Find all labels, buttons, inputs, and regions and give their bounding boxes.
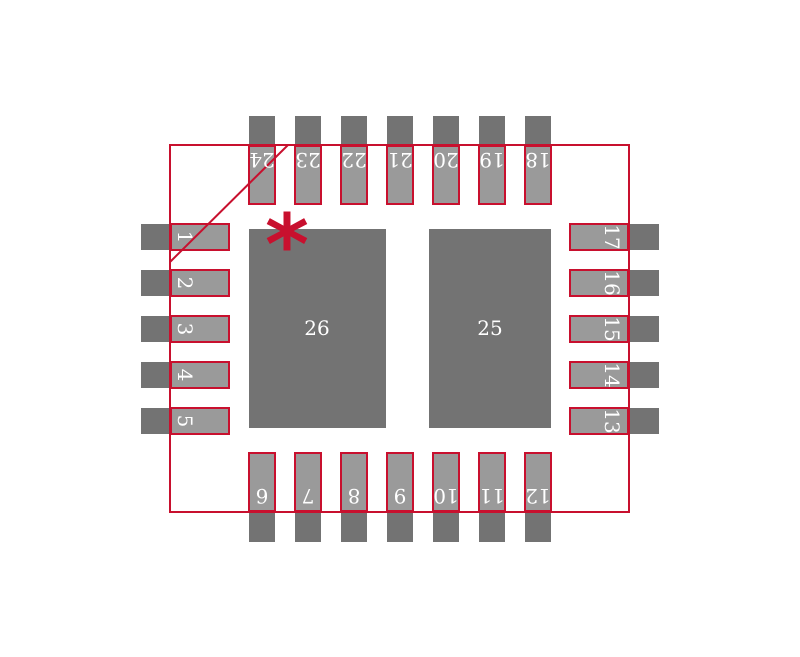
pin-copper-bottom (433, 510, 459, 542)
pin-copper-top (479, 116, 505, 146)
pin-copper-bottom (341, 510, 367, 542)
pin-label-right: 15 (600, 316, 624, 341)
pins-layer (170, 145, 629, 512)
pin-label-top: 22 (341, 148, 366, 172)
pin-top (294, 145, 322, 205)
pin-copper-right (627, 362, 659, 388)
pin-copper-right (627, 408, 659, 434)
pin-label-right: 17 (600, 224, 624, 249)
pin-right (569, 223, 629, 251)
pin-label-right: 13 (600, 408, 624, 433)
pin-copper-left (141, 224, 173, 250)
pin-copper-left (141, 270, 173, 296)
pin-copper-top (249, 116, 275, 146)
pin-left (170, 407, 230, 435)
pin-top (524, 145, 552, 205)
pin-copper-top (295, 116, 321, 146)
pin-right (569, 407, 629, 435)
pin-bottom (478, 452, 506, 512)
pin-label-bottom: 7 (302, 484, 315, 508)
thermal-pad (249, 229, 386, 428)
pin-label-left: 5 (173, 415, 197, 428)
pad-label: 26 (304, 316, 329, 340)
pin-label-bottom: 11 (479, 484, 504, 508)
pin-top (478, 145, 506, 205)
pin1-marker: * (265, 196, 309, 294)
pin-copper-right (627, 224, 659, 250)
pin-label-right: 16 (600, 270, 624, 295)
pin-label-top: 21 (387, 148, 412, 172)
pin-left (170, 315, 230, 343)
pin-right (569, 315, 629, 343)
pin-label-top: 18 (525, 148, 550, 172)
pin-left (170, 361, 230, 389)
copper-layer (141, 116, 659, 542)
pin-copper-top (341, 116, 367, 146)
pin-label-bottom: 8 (348, 484, 361, 508)
pin-copper-left (141, 408, 173, 434)
outline-layer (169, 144, 630, 513)
pin-label-left: 2 (173, 277, 197, 290)
pin-copper-bottom (295, 510, 321, 542)
pin-bottom (294, 452, 322, 512)
pin-label-left: 3 (173, 323, 197, 336)
pin-label-top: 20 (433, 148, 458, 172)
thermal-pad (429, 229, 551, 428)
pin1-chamfer-line (169, 144, 289, 263)
pin-label-left: 4 (173, 369, 197, 382)
pin-bottom (386, 452, 414, 512)
package-outline (169, 144, 630, 513)
pin-copper-top (525, 116, 551, 146)
pin-right (569, 361, 629, 389)
pin-copper-right (627, 270, 659, 296)
pin-copper-left (141, 362, 173, 388)
pin-label-bottom: 10 (433, 484, 458, 508)
pin-label-bottom: 12 (525, 484, 550, 508)
pin-label-bottom: 9 (394, 484, 407, 508)
pin-label-top: 23 (295, 148, 320, 172)
pin-copper-left (141, 316, 173, 342)
pin-copper-right (627, 316, 659, 342)
pin-copper-top (387, 116, 413, 146)
pin-label-top: 19 (479, 148, 504, 172)
pin-copper-top (433, 116, 459, 146)
pad-label: 25 (477, 316, 502, 340)
pin-copper-bottom (479, 510, 505, 542)
pin-copper-bottom (249, 510, 275, 542)
pin-copper-bottom (387, 510, 413, 542)
pin-bottom (432, 452, 460, 512)
pin-label-top: 24 (249, 148, 274, 172)
pin-label-right: 14 (600, 362, 624, 387)
pin-label-left: 1 (173, 231, 197, 244)
pin-copper-bottom (525, 510, 551, 542)
pin-label-bottom: 6 (256, 484, 269, 508)
